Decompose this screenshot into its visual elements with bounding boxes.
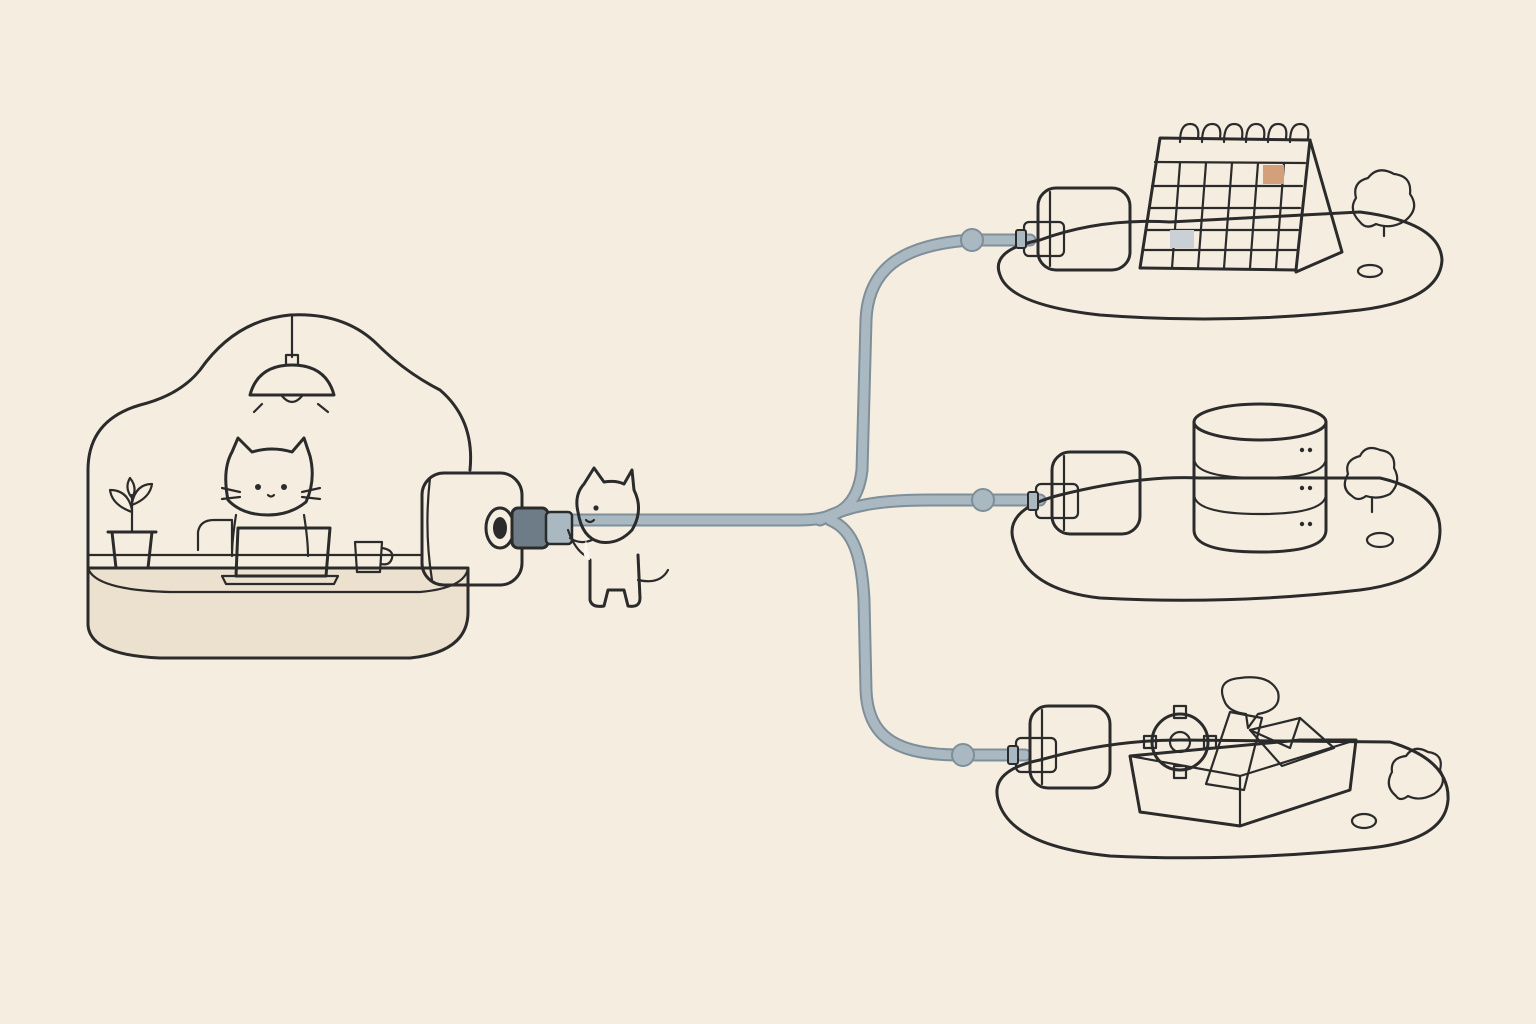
speech-bubble-icon xyxy=(1222,677,1279,728)
lamp-icon xyxy=(250,315,334,412)
cat-pushing-plug-icon xyxy=(568,468,668,606)
cable-main xyxy=(560,470,862,520)
cable-bead xyxy=(972,489,994,511)
island-tools xyxy=(997,677,1448,858)
wrench-icon xyxy=(1206,712,1262,790)
cable-network xyxy=(560,229,1040,766)
island-database xyxy=(1012,404,1440,600)
bush-icon xyxy=(1353,170,1414,236)
toolbox-icon xyxy=(1130,677,1356,826)
pebble xyxy=(1358,265,1382,277)
cable-bead xyxy=(952,744,974,766)
calendar-icon xyxy=(1140,124,1342,272)
pebble xyxy=(1367,533,1393,547)
island-calendar xyxy=(998,124,1442,319)
cable-to-calendar xyxy=(862,240,1030,470)
host-workspace xyxy=(88,315,522,658)
desk-base xyxy=(88,568,468,658)
cable-bead xyxy=(961,229,983,251)
main-plug xyxy=(512,508,572,548)
adapter-plug-database xyxy=(1028,452,1140,534)
bush-icon xyxy=(1389,749,1443,799)
pebble xyxy=(1352,814,1376,828)
